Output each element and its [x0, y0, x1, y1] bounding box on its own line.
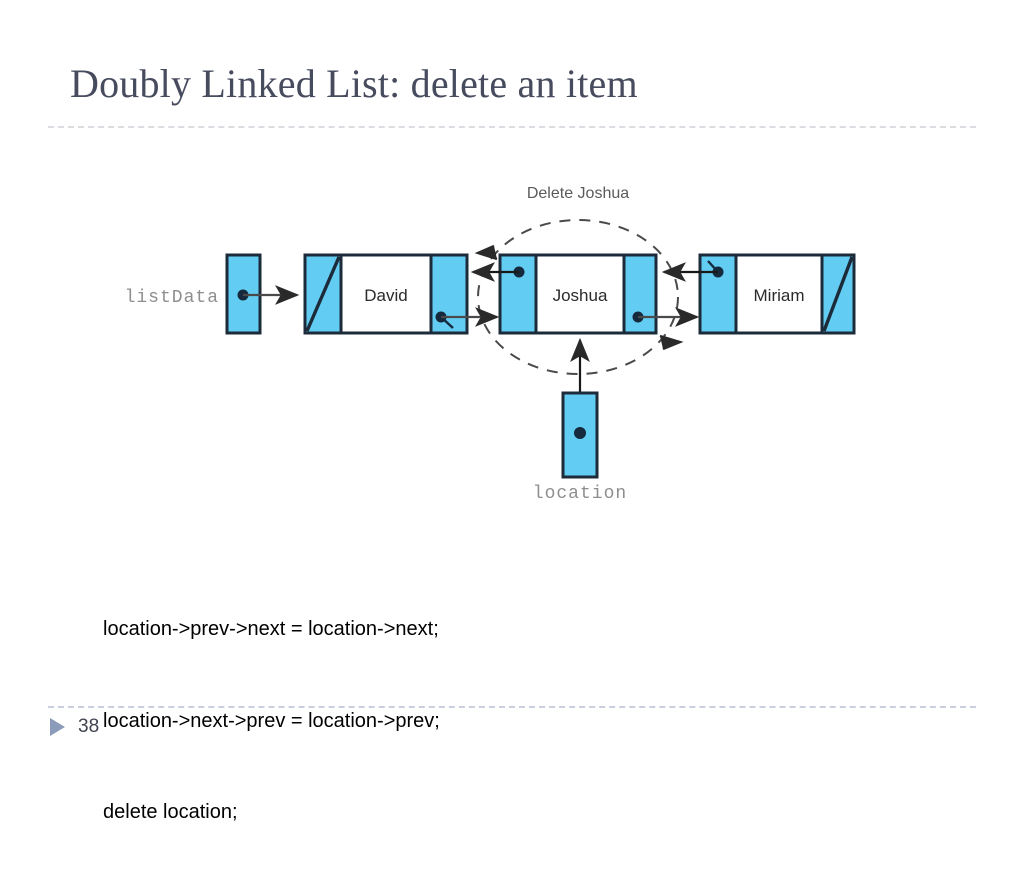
node-miriam-data-cell: Miriam — [734, 253, 824, 335]
delete-annotation-label: Delete Joshua — [527, 185, 629, 202]
node-miriam: Miriam — [661, 253, 856, 335]
code-line-1: location->prev->next = location->next; — [103, 618, 439, 640]
delete-ellipse-arrow-left — [474, 244, 498, 261]
location-pointer-label: location — [533, 484, 627, 504]
footer-triangle-icon — [50, 718, 65, 736]
node-david: David — [303, 253, 500, 335]
node-miriam-next-cell — [820, 253, 856, 335]
page-title: Doubly Linked List: delete an item — [70, 61, 638, 106]
node-david-label: David — [364, 286, 407, 305]
node-miriam-prev-cell — [661, 253, 738, 335]
node-david-next-cell — [429, 253, 500, 335]
code-block: location->prev->next = location->next; l… — [103, 553, 440, 889]
delete-ellipse-arrow-right — [659, 334, 684, 351]
node-miriam-label: Miriam — [754, 286, 805, 305]
page-number: 38 — [78, 716, 100, 737]
slide: Doubly Linked List: delete an item — [0, 61, 1024, 823]
head-pointer-box — [225, 253, 300, 335]
node-joshua: Joshua — [470, 253, 700, 335]
code-line-3: delete location; — [103, 801, 238, 823]
node-david-prev-cell — [303, 253, 343, 335]
head-pointer-label: listData — [125, 288, 219, 308]
code-line-2: location->next->prev = location->prev; — [103, 709, 440, 732]
location-pointer-box — [561, 337, 599, 479]
node-david-data-cell: David — [339, 253, 433, 335]
node-joshua-label: Joshua — [553, 286, 608, 305]
footer-divider — [48, 706, 976, 708]
node-joshua-data-cell: Joshua — [534, 253, 626, 335]
doubly-linked-list-diagram: Delete Joshua listData David — [0, 160, 1024, 520]
node-joshua-next-cell — [622, 253, 700, 335]
delete-ellipse — [477, 219, 679, 375]
title-divider — [48, 126, 976, 128]
node-joshua-prev-cell — [470, 253, 538, 335]
